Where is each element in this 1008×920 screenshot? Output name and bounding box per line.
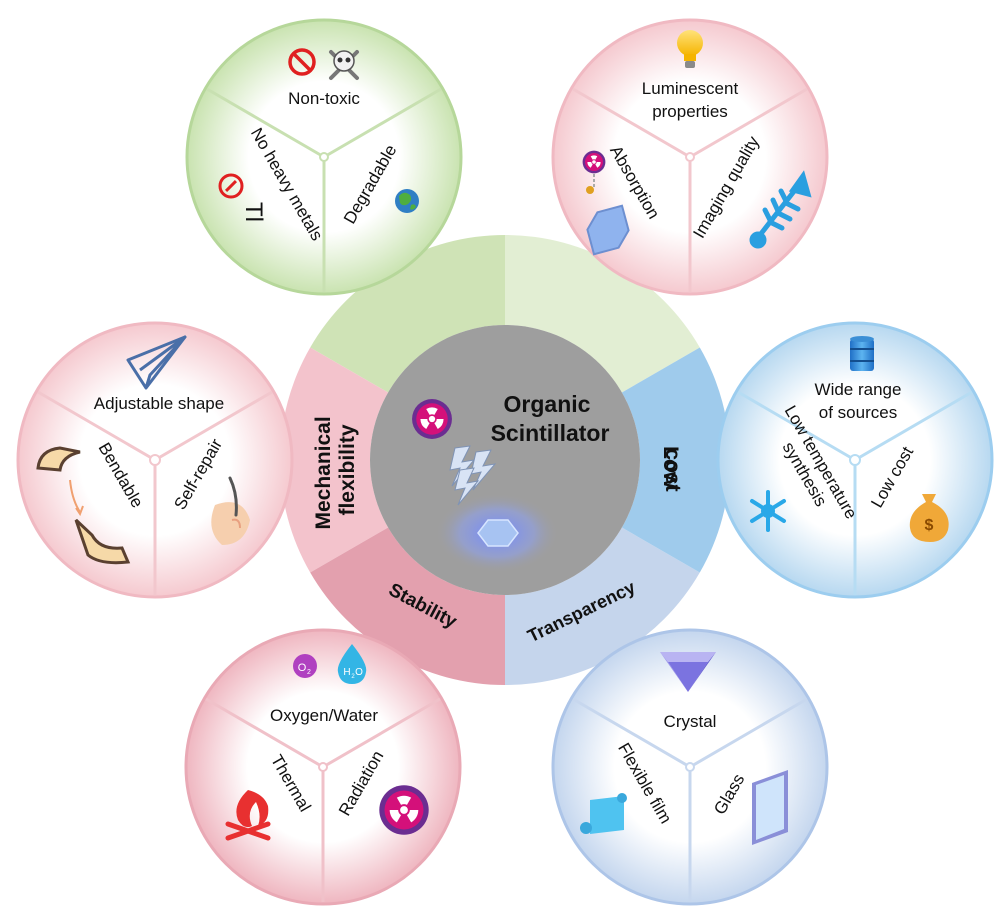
diamond-icon	[660, 652, 716, 692]
mechanical-label-2: flexibility	[336, 424, 359, 515]
bent-sheet-icon	[36, 446, 131, 565]
svg-text:Low cost: Low cost	[659, 446, 684, 494]
money-bag-icon: $	[909, 494, 949, 542]
sector-mechanical-flexibility	[280, 347, 389, 573]
non-toxic-label: Non-toxic	[288, 89, 360, 108]
prohibition-icon	[288, 48, 316, 76]
svg-text:O: O	[355, 667, 363, 678]
sector-transparency	[505, 527, 700, 685]
radiation-icon	[582, 150, 606, 174]
luminescent-label-1: Luminescent	[642, 79, 739, 98]
lightning-icon	[449, 445, 497, 506]
circle-adjustable-shape: Adjustable shape Bendable Self-repair	[16, 321, 294, 599]
mechanical-label-1: Mechanical	[312, 416, 335, 529]
glass-pane-icon	[752, 770, 788, 845]
paper-plane-icon	[126, 335, 187, 390]
svg-text:2: 2	[307, 669, 311, 676]
hexagon-icon	[586, 204, 630, 256]
sector-green	[310, 235, 700, 393]
oxygen-water-label: Oxygen/Water	[270, 706, 378, 725]
bandage-icon	[211, 476, 250, 545]
svg-text:O: O	[298, 662, 307, 674]
snowflake-icon	[750, 490, 786, 532]
circle-wide-sources: Wide range of sources Low temperature sy…	[716, 321, 994, 599]
wide-range-label-2: of sources	[819, 403, 897, 422]
skull-crossbones-icon	[329, 50, 359, 80]
hexagon-crystal-icon	[477, 519, 519, 547]
water-drop-icon: H 2 O	[337, 644, 367, 684]
wide-range-label-1: Wide range	[815, 380, 902, 399]
earth-icon	[395, 189, 419, 213]
luminescent-label-2: properties	[652, 102, 728, 121]
fish-skeleton-icon	[749, 170, 812, 249]
oil-barrel-icon	[850, 336, 874, 371]
adjustable-shape-label: Adjustable shape	[94, 394, 224, 413]
center-title-1: Organic	[504, 391, 591, 417]
svg-text:Mechanical flexibility: Mechanical flexibility	[312, 410, 359, 529]
no-thallium-icon: Tl	[218, 173, 267, 222]
center-title-2: Scintillator	[491, 420, 610, 446]
lowcost-label-1: Low	[659, 446, 682, 489]
circle-crystal: Crystal Flexible film Glass	[551, 628, 829, 906]
light-bulb-icon	[677, 30, 703, 68]
svg-text:H: H	[343, 667, 350, 678]
crystal-label: Crystal	[664, 712, 717, 731]
svg-text:Tl: Tl	[240, 202, 267, 222]
radiation-icon	[379, 785, 429, 835]
film-scroll-icon	[580, 793, 627, 834]
lowcost-label-2: cost	[661, 448, 684, 491]
circle-oxygen-water: O 2 H 2 O Oxygen/Water Thermal Radiation	[184, 628, 462, 906]
sector-low-cost	[621, 347, 730, 573]
circle-non-toxic: Non-toxic No heavy metals Degradable Tl	[185, 18, 463, 296]
sector-stability	[310, 527, 505, 685]
circle-luminescent: Luminescent properties Absorption Imagin…	[551, 18, 829, 296]
center-radiation-icon	[412, 399, 452, 439]
svg-text:$: $	[925, 517, 934, 534]
fire-icon	[225, 790, 271, 841]
svg-text:2: 2	[351, 674, 355, 680]
oxygen-icon: O 2	[293, 654, 317, 678]
